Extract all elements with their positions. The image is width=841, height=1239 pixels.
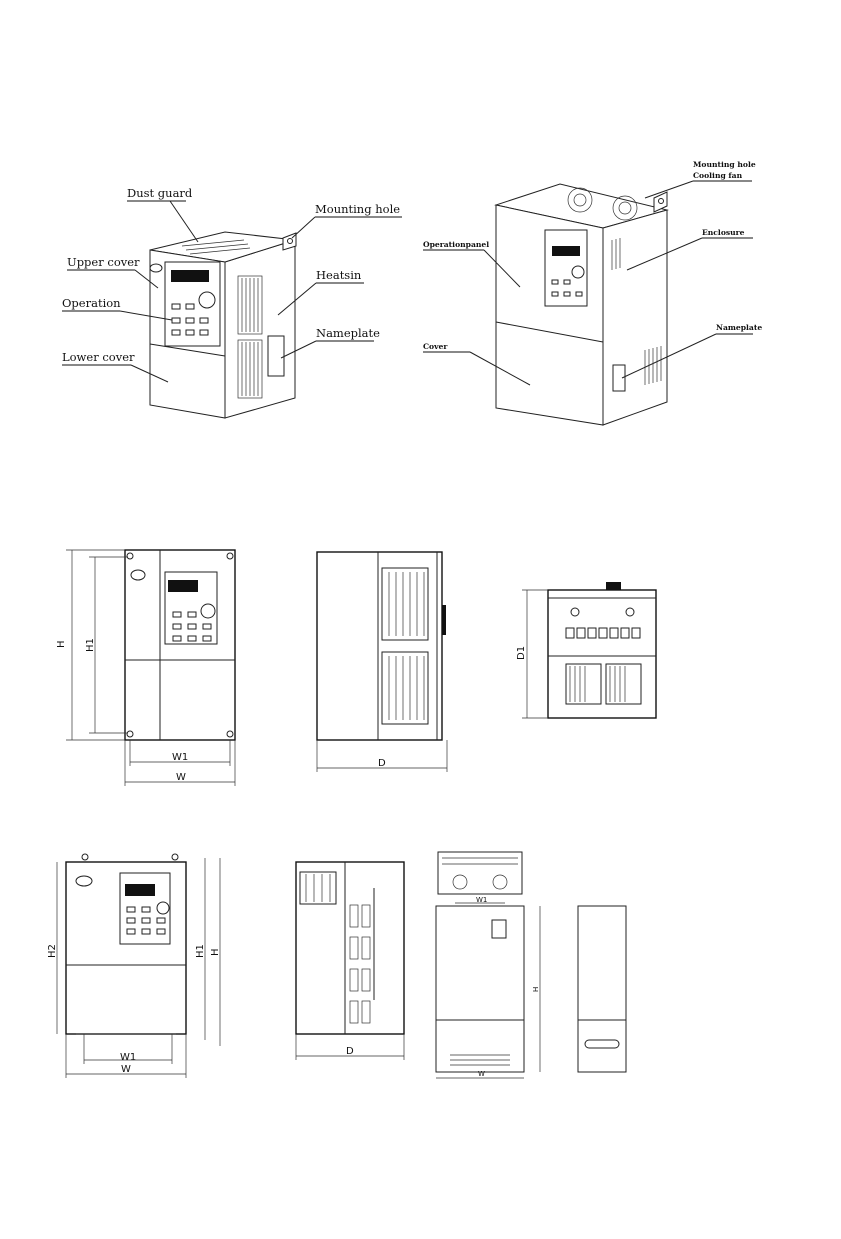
dim-d: D [378, 758, 386, 769]
label2-cooling-fan: Cooling fan [693, 171, 743, 180]
label-nameplate: Nameplate [316, 326, 380, 340]
isometric-drive-right [494, 183, 669, 426]
bottom-view-1: D1 [516, 582, 657, 719]
isometric-drive-left [149, 231, 297, 419]
label-upper-cover: Upper cover [67, 255, 140, 269]
dim-small-w1: W1 [476, 896, 487, 904]
dim-w1: W1 [172, 752, 188, 763]
label2-operationpanel: Operationpanel [423, 240, 489, 249]
side-view-1: D [316, 551, 448, 772]
label2-enclosure: Enclosure [702, 228, 745, 237]
front-view-1-dimensions: H H1 W1 W [56, 549, 236, 786]
front-view-1 [124, 549, 236, 741]
figure1-labels: Dust guard Upper cover Operation Lower c… [62, 186, 402, 383]
dim2-h1: H1 [195, 944, 206, 958]
dim2-w1: W1 [120, 1052, 136, 1063]
side-view-2: D [295, 861, 405, 1060]
label2-mounting-hole: Mounting hole [693, 160, 756, 169]
dim-w: W [176, 772, 186, 783]
dim2-w: W [121, 1064, 131, 1075]
label-mounting-hole: Mounting hole [315, 202, 400, 216]
dim2-h: H [210, 948, 221, 956]
dim-small-w: W [478, 1070, 485, 1078]
dim-d1: D1 [516, 646, 527, 660]
dim2-h2: H2 [47, 944, 58, 958]
figure2-labels: Mounting hole Cooling fan Operationpanel… [423, 160, 762, 386]
dim2-d: D [346, 1046, 354, 1057]
label2-cover: Cover [423, 342, 448, 351]
views-small-model: W1 H W [435, 851, 627, 1079]
label-lower-cover: Lower cover [62, 350, 135, 364]
dim-h1: H1 [85, 638, 96, 652]
label-dust-guard: Dust guard [127, 186, 193, 200]
front-view-2: W1 W H2 H1 H [47, 853, 221, 1078]
label2-nameplate: Nameplate [716, 323, 762, 332]
dim-h: H [56, 640, 67, 648]
label-heatsin: Heatsin [316, 268, 362, 282]
label-operation: Operation [62, 296, 121, 310]
dim-small-h: H [532, 987, 540, 992]
